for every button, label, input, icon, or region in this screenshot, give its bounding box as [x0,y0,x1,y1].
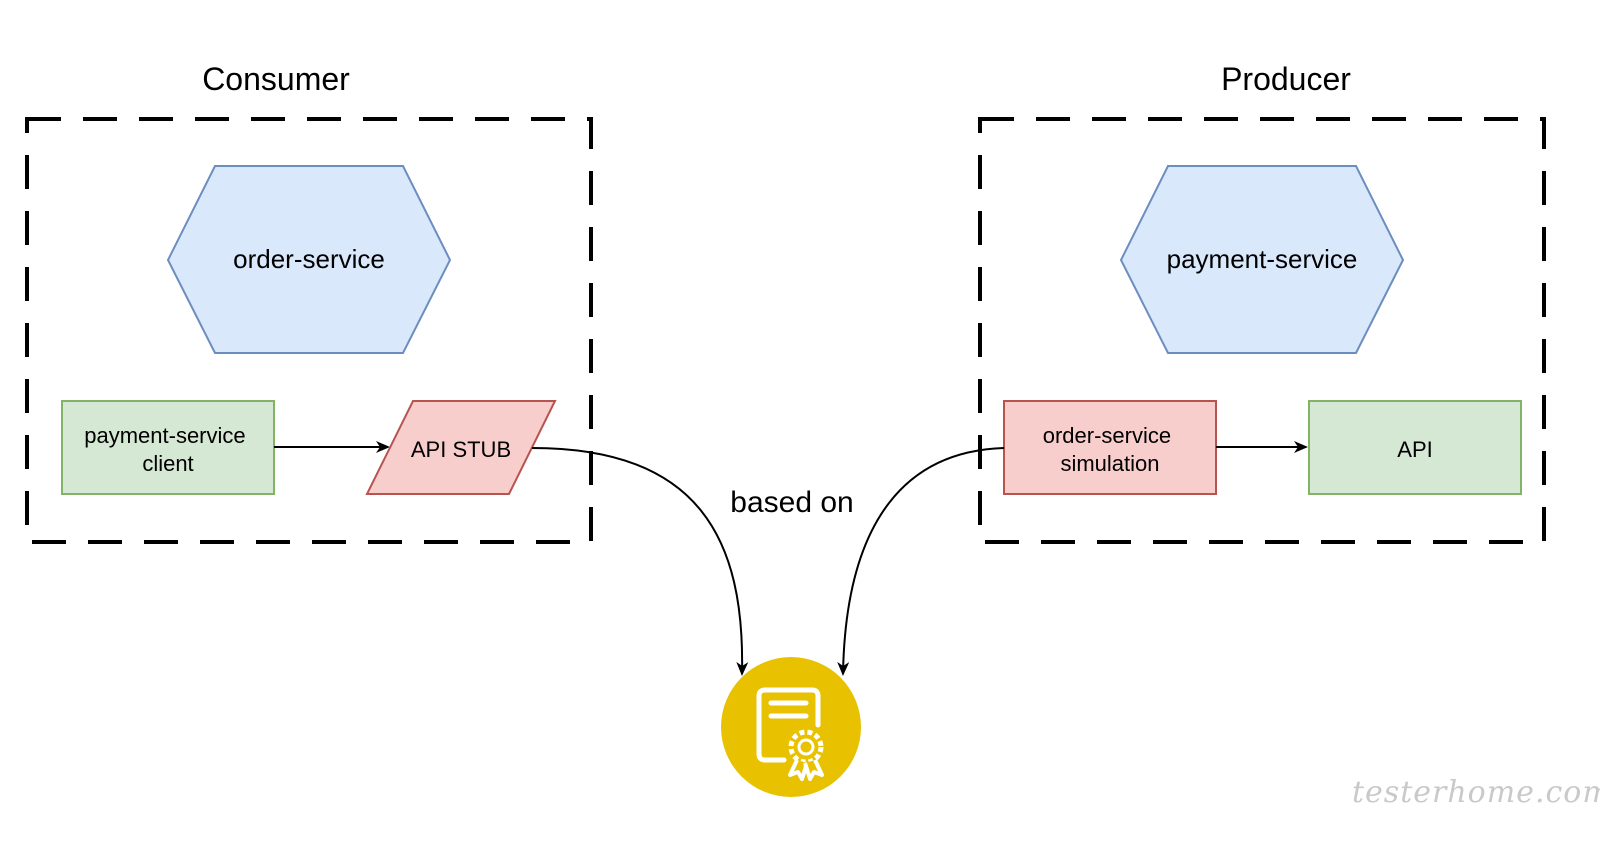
contract-certificate-icon [721,657,861,797]
order-service-hexagon: order-service [166,165,452,354]
stub-to-contract-curve [531,447,749,676]
payment-service-label: payment-service [1167,244,1358,274]
payment-service-client-box: payment-service client [61,400,275,495]
api-stub-label: API STUB [411,437,511,462]
svg-text:payment-service client: payment-service client [84,423,252,476]
producer-boundary [978,117,1546,544]
svg-text:order-service simulation: order-service simulation [1043,423,1178,476]
payment-service-hexagon: payment-service [1119,165,1405,354]
producer-title: Producer [1221,61,1351,97]
payment-service-client-label-line2: client [142,451,193,476]
api-label: API [1397,437,1432,462]
order-service-simulation-label-line2: simulation [1060,451,1159,476]
order-service-label: order-service [233,244,385,274]
payment-service-client-label-line1: payment-service [84,423,245,448]
order-service-simulation-box: order-service simulation [1003,400,1217,495]
watermark: testerhome.com [1352,775,1600,810]
consumer-boundary [25,117,593,544]
order-service-simulation-label-line1: order-service [1043,423,1171,448]
api-box: API [1308,400,1522,495]
consumer-title: Consumer [202,61,350,97]
simulation-to-contract-curve [837,447,1005,676]
api-stub-parallelogram: API STUB [365,400,557,495]
based-on-label: based on [730,486,853,519]
